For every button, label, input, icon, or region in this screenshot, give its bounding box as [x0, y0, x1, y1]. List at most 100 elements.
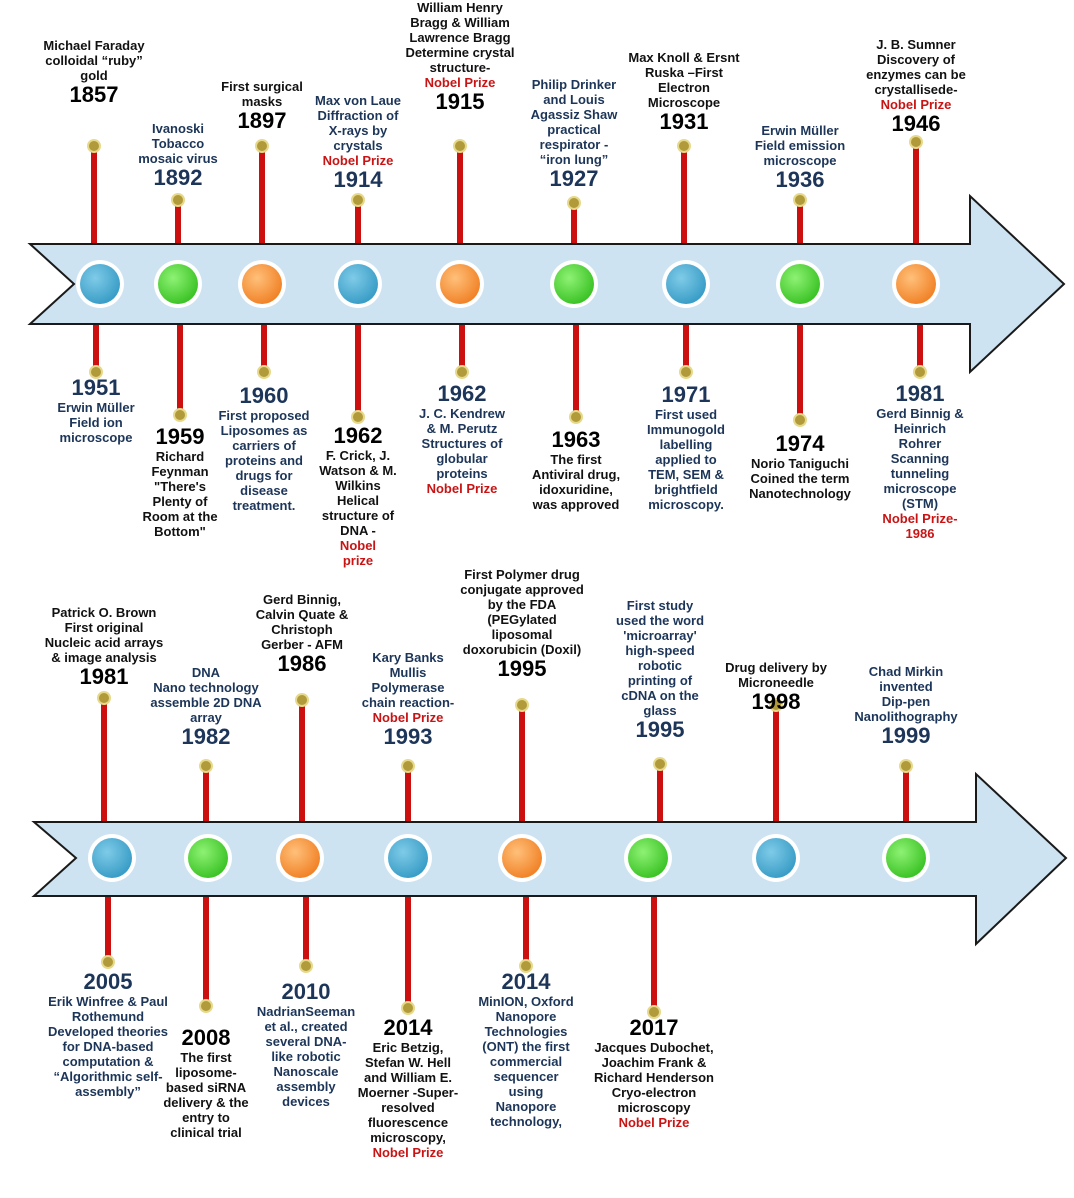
event-description: First surgical masks	[221, 79, 303, 109]
nobel-prize-label: Nobel Prize	[618, 1115, 690, 1130]
event-year: 1927	[549, 166, 599, 191]
event-description: First study used the word 'microarray' h…	[615, 598, 705, 718]
timeline-event-1981: Patrick O. Brown First original Nucleic …	[45, 605, 164, 689]
event-description: Eric Betzig, Stefan W. Hell and William …	[357, 1040, 459, 1145]
timeline-node-blue	[666, 264, 706, 304]
event-year: 1960	[239, 383, 289, 408]
timeline-stem-knob	[769, 698, 783, 712]
timeline-stem-knob	[87, 139, 101, 153]
event-year: 2010	[281, 979, 331, 1004]
event-description: DNA Nano technology assemble 2D DNA arra…	[150, 665, 262, 725]
timeline-node-blue	[388, 838, 428, 878]
event-year: 2014	[383, 1015, 433, 1040]
event-description: J. C. Kendrew & M. Perutz Structures of …	[419, 406, 505, 481]
timeline-node-green	[628, 838, 668, 878]
event-description: Philip Drinker and Louis Agassiz Shaw pr…	[530, 77, 618, 167]
timeline-stem-knob	[401, 759, 415, 773]
timeline-event-1931: Max Knoll & Ersnt Ruska –First Electron …	[628, 50, 739, 134]
timeline-node-green	[780, 264, 820, 304]
event-description: First used Immunogold labelling applied …	[647, 407, 725, 512]
event-description: First proposed Liposomes as carriers of …	[218, 408, 310, 513]
timeline-stem-knob	[351, 410, 365, 424]
timeline-stem-knob	[569, 410, 583, 424]
timeline-stem-knob	[679, 365, 693, 379]
timeline-stem-knob	[257, 365, 271, 379]
event-year: 1986	[277, 651, 327, 676]
event-year: 1959	[155, 424, 205, 449]
event-year: 1951	[71, 375, 121, 400]
timeline-stem-knob	[909, 135, 923, 149]
timeline-event-1946: J. B. Sumner Discovery of enzymes can be…	[866, 37, 966, 136]
event-description: Norio Taniguchi Coined the term Nanotech…	[749, 456, 851, 501]
timeline-node-green	[886, 838, 926, 878]
timeline-event-1927: Philip Drinker and Louis Agassiz Shaw pr…	[531, 77, 618, 191]
timeline-node-blue	[338, 264, 378, 304]
timeline-stem-knob	[295, 693, 309, 707]
event-description: Patrick O. Brown First original Nucleic …	[44, 605, 164, 665]
timeline-stem-knob	[401, 1001, 415, 1015]
timeline-node-green	[188, 838, 228, 878]
timeline-node-orange	[280, 838, 320, 878]
event-year: 1914	[333, 167, 383, 192]
event-description: Erik Winfree & Paul Rothemund Developed …	[48, 994, 168, 1099]
event-description: Chad Mirkin invented Dip-pen Nanolithogr…	[854, 664, 958, 724]
event-year: 1963	[551, 427, 601, 452]
nobel-prize-label: Nobel Prize	[424, 75, 496, 90]
timeline-stem-knob	[455, 365, 469, 379]
nobel-prize-label: Nobel Prize	[372, 1145, 444, 1160]
event-description: Gerd Binnig, Calvin Quate & Christoph Ge…	[255, 592, 349, 652]
event-year: 1995	[635, 717, 685, 742]
timeline-stem-knob	[255, 139, 269, 153]
timeline-event-1915: William Henry Bragg & William Lawrence B…	[405, 0, 514, 114]
event-description: MinION, Oxford Nanopore Technologies (ON…	[478, 994, 574, 1129]
timeline-stem-knob	[199, 999, 213, 1013]
event-description: Richard Feynman "There's Plenty of Room …	[142, 449, 218, 539]
timeline-event-1999: Chad Mirkin invented Dip-pen Nanolithogr…	[854, 664, 957, 748]
event-year: 1931	[659, 109, 709, 134]
timeline-stem-knob	[793, 413, 807, 427]
event-description: Kary Banks Mullis Polymerase chain react…	[361, 650, 455, 710]
timeline-stem-knob	[519, 959, 533, 973]
event-year: 1962	[333, 423, 383, 448]
event-description: NadrianSeeman et al., created several DN…	[256, 1004, 356, 1109]
event-year: 1974	[775, 431, 825, 456]
event-description: The first Antiviral drug, idoxuridine, w…	[531, 452, 621, 512]
timeline-stem-knob	[515, 698, 529, 712]
event-description: J. B. Sumner Discovery of enzymes can be…	[866, 37, 966, 97]
timeline-node-orange	[502, 838, 542, 878]
event-year: 2017	[629, 1015, 679, 1040]
event-year: 1962	[437, 381, 487, 406]
event-description: F. Crick, J. Watson & M. Wilkins Helical…	[319, 448, 397, 538]
event-description: Max Knoll & Ersnt Ruska –First Electron …	[628, 50, 740, 110]
timeline-stem-knob	[453, 139, 467, 153]
timeline-stem-knob	[567, 196, 581, 210]
timeline-stem-knob	[89, 365, 103, 379]
timeline-stem-knob	[913, 365, 927, 379]
timeline-stem-knob	[97, 691, 111, 705]
timeline-stem-knob	[199, 759, 213, 773]
nobel-prize-label: Nobel Prize	[322, 153, 394, 168]
timeline-arrow-1	[27, 193, 1066, 375]
timeline-stem-knob	[351, 193, 365, 207]
timeline-node-blue	[756, 838, 796, 878]
timeline-node-blue	[80, 264, 120, 304]
event-year: 1995	[497, 656, 547, 681]
nobel-prize-label: Nobel prize	[339, 538, 377, 568]
nobel-prize-label: Nobel Prize- 1986	[882, 511, 958, 541]
